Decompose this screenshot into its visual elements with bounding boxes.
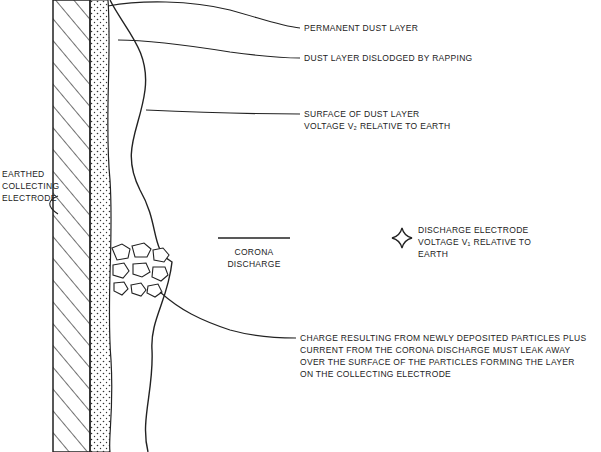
dislodged-dust-layer (110, 0, 172, 452)
part-label: DUST LAYER DISLODGED BY RAPPING (304, 52, 544, 64)
part-label: PERMANENT DUST LAYER (304, 22, 524, 34)
part-label: CORONA DISCHARGE (222, 246, 286, 270)
part-label: EARTHED COLLECTING ELECTRODE (2, 168, 52, 204)
part-label: SURFACE OF DUST LAYER VOLTAGE V₂ RELATIV… (304, 108, 454, 132)
leader-lines (50, 2, 300, 338)
part-label: DISCHARGE ELECTRODE VOLTAGE V₁ RELATIVE … (418, 224, 536, 260)
deposited-particles (112, 243, 169, 297)
collecting-electrode (53, 0, 90, 452)
corona-discharge-line (218, 237, 290, 238)
discharge-electrode-symbol (392, 228, 412, 248)
permanent-dust-layer (90, 0, 112, 452)
note-text: CHARGE RESULTING FROM NEWLY DEPOSITED PA… (300, 332, 590, 380)
